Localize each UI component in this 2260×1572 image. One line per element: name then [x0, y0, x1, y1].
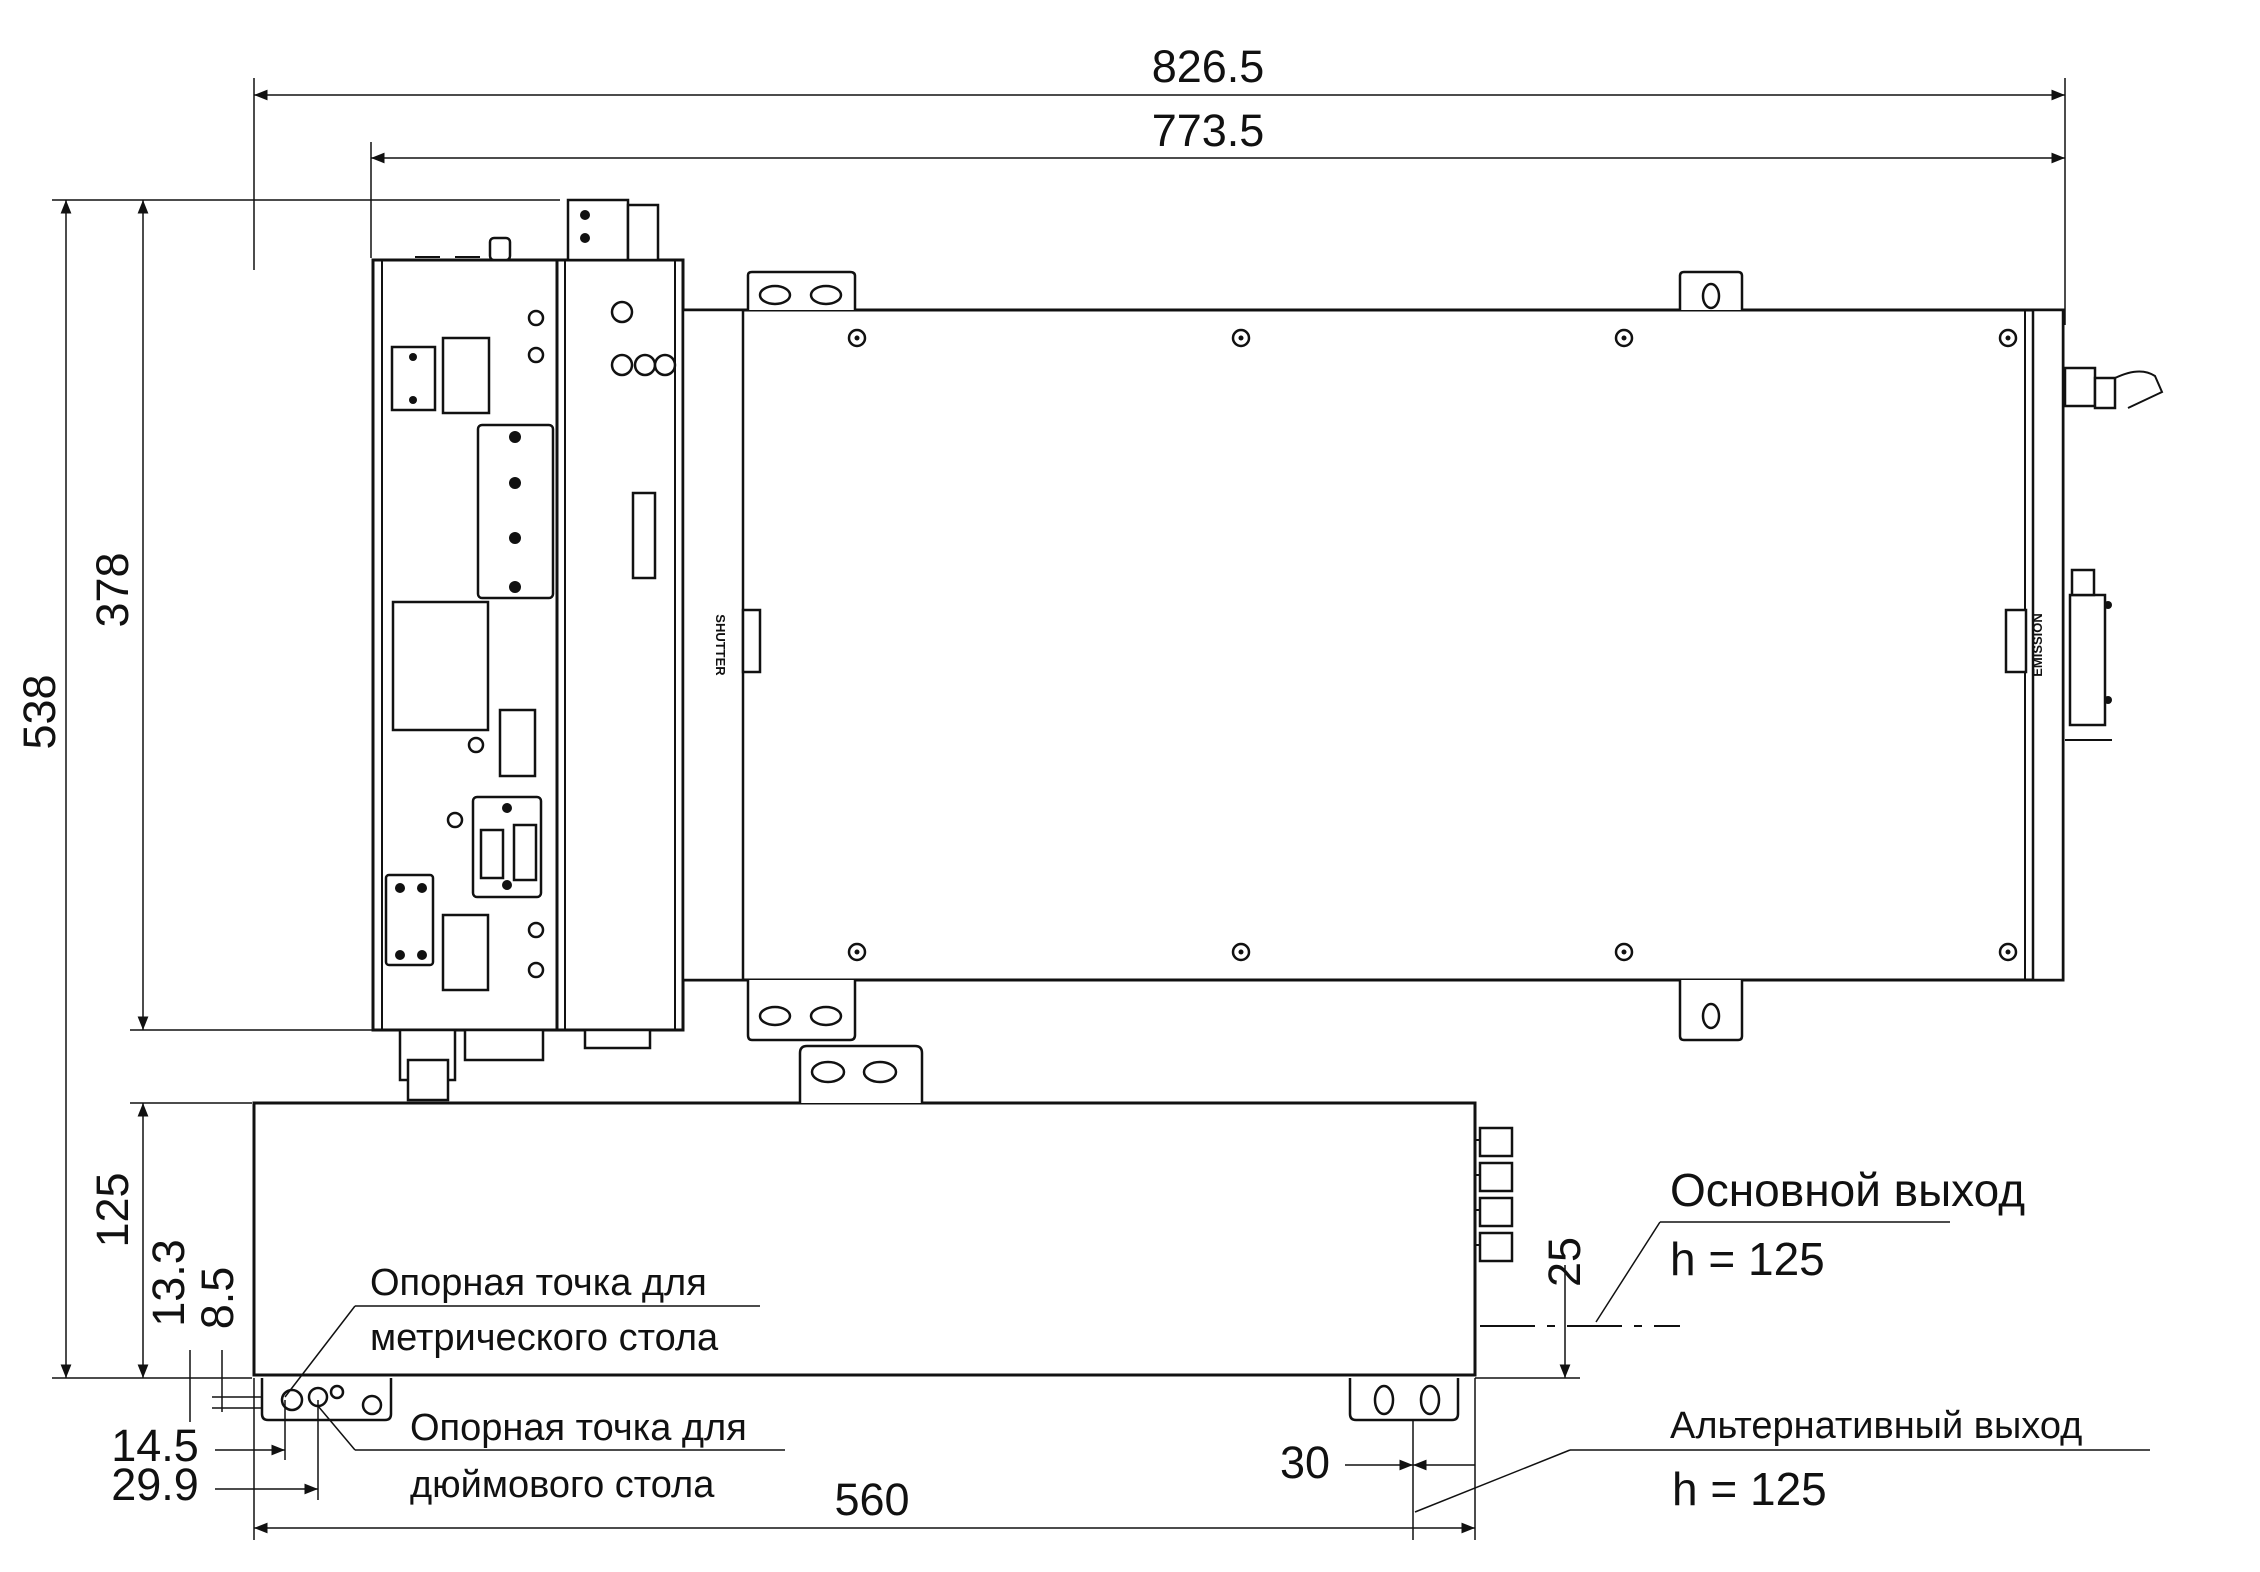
metric-reference-note: Опорная точка для метрического стола	[284, 1262, 760, 1398]
dimension-base-width: 560	[253, 1378, 1476, 1540]
emission-label: EMISSION	[2030, 613, 2045, 677]
foot-offset-label: 30	[1280, 1437, 1330, 1488]
alt-output-title: Альтернативный выход	[1670, 1405, 2082, 1447]
controller-unit	[371, 198, 685, 1102]
dimension-offset-13-3: 13.3	[143, 1239, 194, 1422]
dimension-laser-width: 773.5	[370, 105, 2065, 258]
offset-8-5-label: 8.5	[192, 1267, 243, 1330]
laser-module: SHUTTER EMISSION	[681, 270, 2164, 1042]
shutter-label: SHUTTER	[713, 614, 728, 676]
base-width-label: 560	[834, 1474, 909, 1525]
dimension-head-height: 378	[87, 200, 380, 1031]
alt-output-height: h = 125	[1672, 1463, 1827, 1515]
base-height-label: 125	[87, 1172, 138, 1247]
main-output-height: h = 125	[1670, 1233, 1825, 1285]
offset-14-5-label: 14.5	[111, 1420, 199, 1471]
output-offset-label: 25	[1539, 1237, 1590, 1287]
inch-ref-line1: Опорная точка для	[410, 1407, 747, 1449]
overall-height-label: 538	[14, 674, 65, 749]
dimension-offset-29-9: 29.9	[111, 1400, 319, 1510]
inch-ref-line2: дюймового стола	[410, 1464, 715, 1506]
dimension-output-offset: 25	[1475, 1237, 1590, 1379]
dimension-offset-14-5: 14.5	[111, 1400, 286, 1471]
dimension-foot-offset: 30	[1280, 1420, 1475, 1540]
metric-ref-line2: метрического стола	[370, 1317, 719, 1359]
dimension-base-height: 125	[87, 1102, 252, 1378]
alt-output-note: Альтернативный выход h = 125	[1414, 1405, 2150, 1515]
overall-width-label: 826.5	[1152, 41, 1265, 92]
head-height-label: 378	[87, 552, 138, 627]
dimension-overall-width: 826.5	[253, 41, 2066, 325]
laser-width-label: 773.5	[1152, 105, 1265, 156]
main-output-title: Основной выход	[1670, 1164, 2025, 1216]
dimension-offset-8-5: 8.5	[192, 1267, 300, 1412]
offset-29-9-label: 29.9	[111, 1459, 199, 1510]
dimension-overall-height: 538	[14, 199, 560, 1379]
main-output-note: Основной выход h = 125	[1595, 1164, 2025, 1323]
offset-13-3-label: 13.3	[143, 1239, 194, 1327]
base-unit	[252, 1044, 1680, 1422]
metric-ref-line1: Опорная точка для	[370, 1262, 707, 1304]
inch-reference-note: Опорная точка для дюймового стола	[317, 1405, 785, 1506]
